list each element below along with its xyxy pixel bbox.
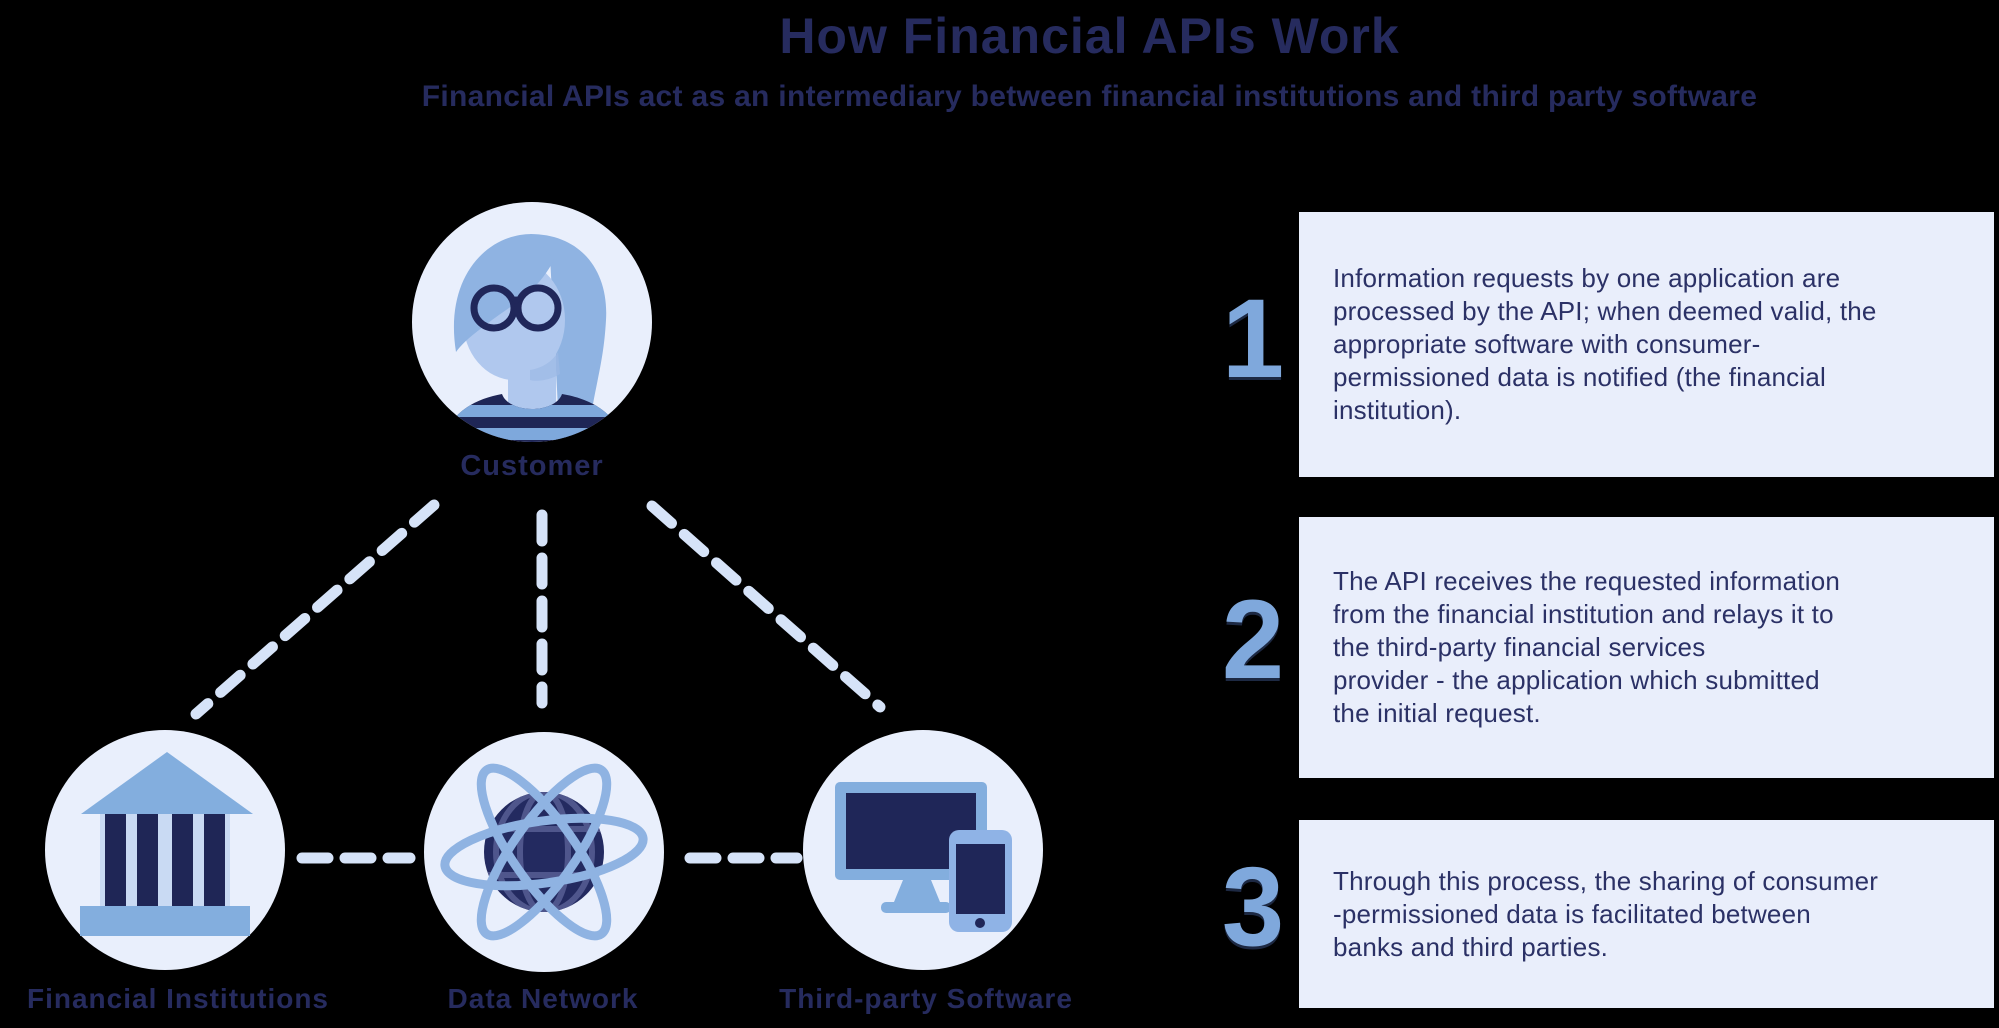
page-subtitle: Financial APIs act as an intermediary be… <box>421 80 1758 113</box>
step-3-number: 3 <box>1221 844 1285 969</box>
data-network-label: Data Network <box>447 983 639 1014</box>
step-1-number: 1 <box>1221 276 1285 401</box>
header: How Financial APIs Work Financial APIs a… <box>180 0 1999 116</box>
step-2-text: The API receives the requested informati… <box>1333 566 1841 728</box>
monitor-phone-icon <box>835 782 1012 932</box>
data-network-node <box>424 732 664 972</box>
person-icon <box>440 234 626 442</box>
customer-label: Customer <box>460 450 604 482</box>
financial-institutions-node <box>45 730 285 970</box>
bank-icon <box>80 752 253 936</box>
step-2-number: 2 <box>1221 577 1285 702</box>
globe-network-icon <box>440 763 648 941</box>
connector-customer-financial <box>190 499 440 720</box>
customer-node <box>412 202 652 442</box>
financial-institutions-label: Financial Institutions <box>26 983 329 1014</box>
page-title: How Financial APIs Work <box>779 8 1400 64</box>
third-party-software-node <box>803 730 1043 970</box>
step-1-text: Information requests by one application … <box>1333 263 1877 425</box>
third-party-software-label: Third-party Software <box>779 983 1073 1014</box>
step-2-box: The API receives the requested informati… <box>1299 517 1994 778</box>
step-1-box: Information requests by one application … <box>1299 212 1994 477</box>
step-3-text: Through this process, the sharing of con… <box>1333 865 1879 962</box>
step-3-box: Through this process, the sharing of con… <box>1299 820 1994 1008</box>
connector-customer-thirdparty <box>646 500 886 713</box>
